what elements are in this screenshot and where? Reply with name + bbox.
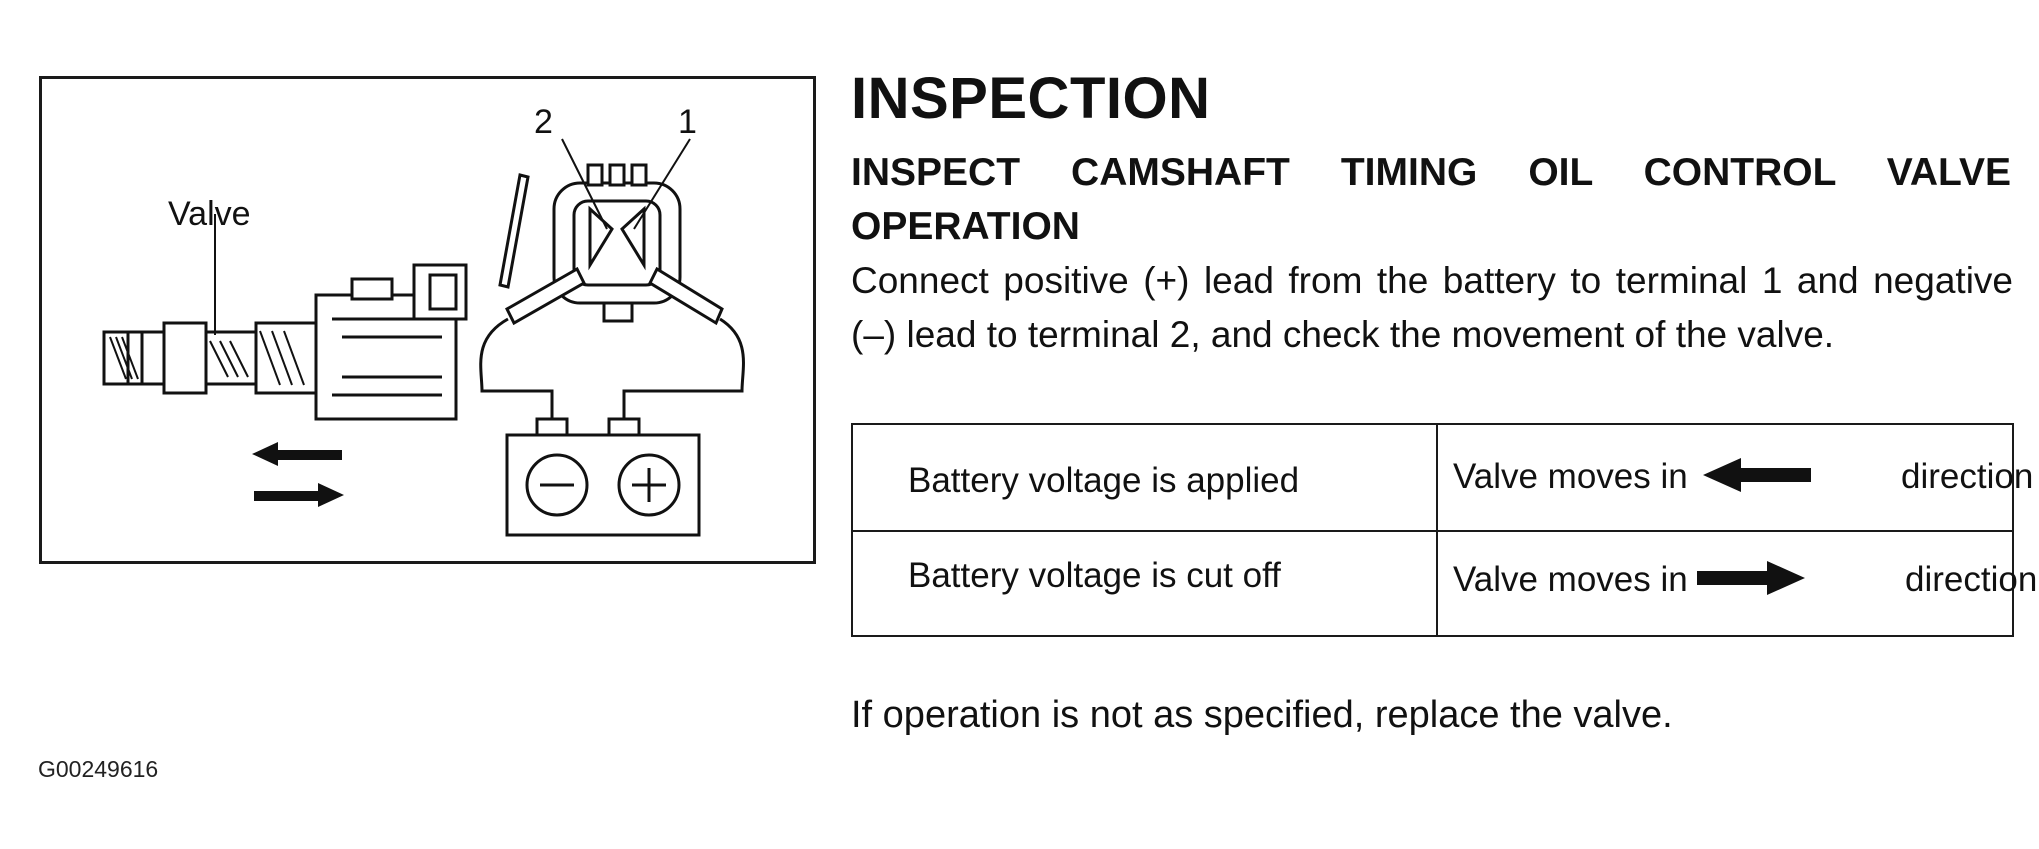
negative-lead [479,317,554,419]
valve-label: Valve [168,195,251,233]
section-heading: INSPECT CAMSHAFT TIMING OIL CONTROL VALV… [851,151,2011,248]
inspection-table: Battery voltage is applied Valve moves i… [851,423,2037,637]
battery-drawing [505,417,701,537]
table-row: Battery voltage is cut off Valve moves i… [853,530,2037,635]
result-cell: Valve moves in [1453,560,1813,599]
result-prefix: Valve moves in [1453,457,1688,496]
instruction-text: Connect positive (+) lead from the batte… [851,260,2013,355]
terminal-2-label: 2 [534,103,553,141]
table-row: Battery voltage is applied Valve moves i… [853,425,2033,532]
figure-id: G00249616 [38,756,159,782]
result-suffix: direction [1905,560,2038,599]
positive-lead [622,317,745,419]
condition-cell: Battery voltage is cut off [908,556,1281,595]
probe-tip [498,173,530,289]
column-divider [1436,425,1438,635]
result-suffix: direction [1901,457,2034,496]
page-title: INSPECTION [851,66,1211,131]
test-probe-left [505,266,586,326]
connector-drawing [552,163,682,323]
valve-inspection-illustration: Valve 2 1 − + [39,76,816,564]
left-direction-arrow-icon [252,442,342,466]
result-cell: Valve moves in [1453,457,1819,496]
illustration-drawing [102,138,745,537]
left-arrow-icon [1703,457,1812,492]
right-arrow-icon [1697,560,1806,595]
result-prefix: Valve moves in [1453,560,1688,599]
test-probe-right [648,266,724,326]
oil-control-valve-drawing [102,263,468,421]
condition-cell: Battery voltage is applied [908,461,1300,500]
right-direction-arrow-icon [254,483,344,507]
footer-note: If operation is not as specified, replac… [851,694,1673,736]
terminal-1-label: 1 [678,103,697,141]
